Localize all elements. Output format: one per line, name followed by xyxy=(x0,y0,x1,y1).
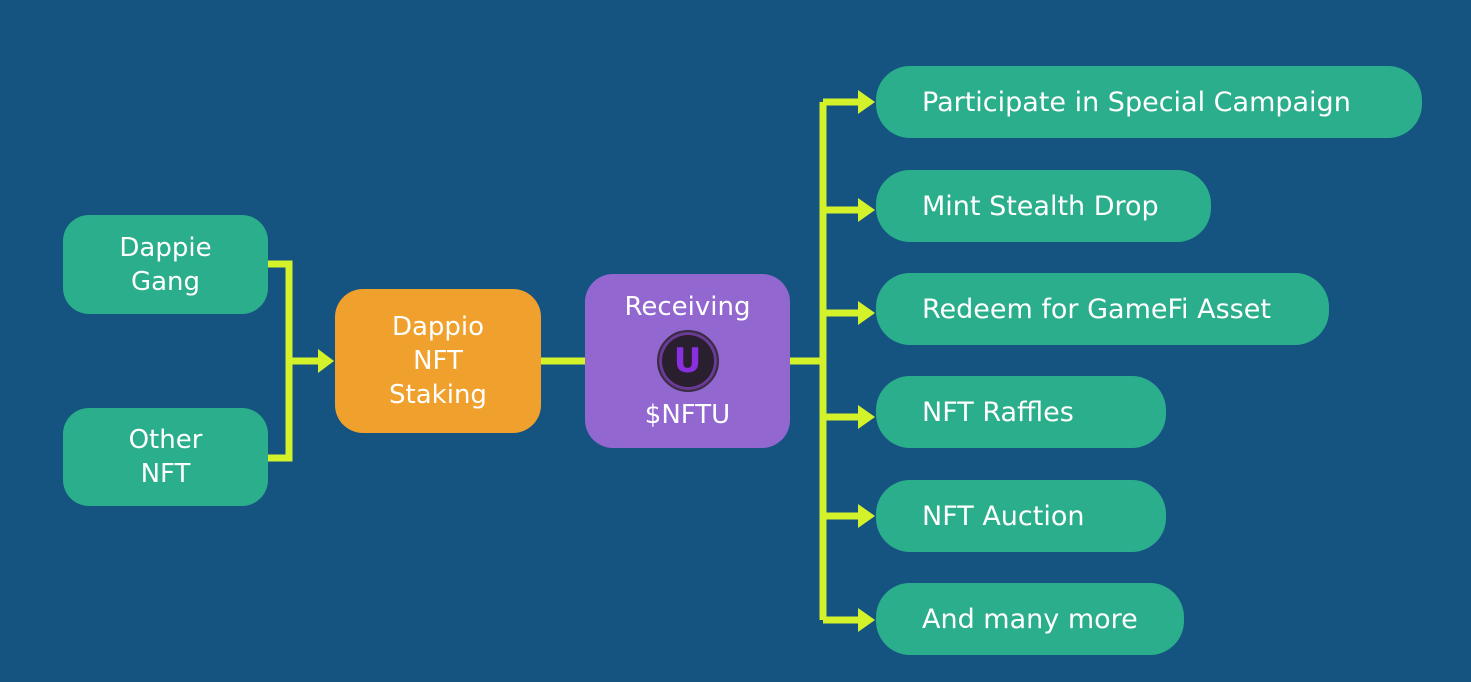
staking-label-line3: Staking xyxy=(389,380,487,410)
source-label-line1: Dappie xyxy=(119,232,212,263)
arrowhead-icon xyxy=(858,405,875,429)
outcome-label: Participate in Special Campaign xyxy=(922,86,1351,118)
source-label-line2: NFT xyxy=(140,459,191,489)
outcome-node: NFT Auction xyxy=(876,480,1166,552)
outcome-label: Mint Stealth Drop xyxy=(922,190,1159,222)
token-glyph: U xyxy=(673,341,702,381)
outcome-node: And many more xyxy=(876,583,1184,655)
staking-label-line2: NFT xyxy=(413,346,463,376)
arrowhead-icon xyxy=(858,90,875,114)
source-label-line2: Gang xyxy=(130,266,201,297)
staking-label-line1: Dappio xyxy=(391,312,485,342)
outcome-label: NFT Raffles xyxy=(922,396,1074,428)
connector-sources-merge xyxy=(268,260,293,462)
nftu-token-icon: U xyxy=(656,330,719,392)
source-node-other-nft: Other NFT xyxy=(63,408,268,506)
outcome-node: Redeem for GameFi Asset xyxy=(876,273,1329,345)
arrowhead-icon xyxy=(318,349,334,373)
outcome-node: Mint Stealth Drop xyxy=(876,170,1211,242)
staking-node: Dappio NFT Staking xyxy=(335,289,541,433)
arrowhead-icon xyxy=(858,198,875,222)
reward-title: Receiving xyxy=(624,292,751,322)
source-label-line1: Other xyxy=(128,425,203,455)
outcome-node: Participate in Special Campaign xyxy=(876,66,1422,138)
arrowhead-icon xyxy=(858,301,875,325)
outcome-node: NFT Raffles xyxy=(876,376,1166,448)
reward-token: $NFTU xyxy=(644,400,731,430)
outcome-label: Redeem for GameFi Asset xyxy=(922,293,1271,325)
reward-node: Receiving U $NFTU xyxy=(585,274,790,448)
source-node-dappie-gang: Dappie Gang xyxy=(63,215,268,314)
outcome-label: NFT Auction xyxy=(922,500,1085,532)
arrowhead-icon xyxy=(858,608,875,632)
arrowhead-icon xyxy=(858,504,875,528)
outcome-label: And many more xyxy=(922,603,1138,635)
